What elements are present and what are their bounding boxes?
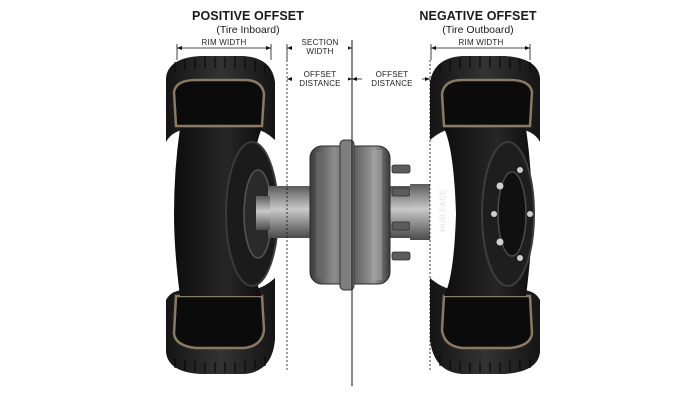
section-width-label-line1: SECTION: [301, 38, 339, 47]
offset-distance-left-line2: DISTANCE: [292, 79, 348, 88]
rim-width-right-label: RIM WIDTH: [442, 38, 520, 47]
dimension-arrowheads: [177, 46, 530, 81]
negative-offset-subtitle: (Tire Outboard): [442, 24, 514, 36]
offset-distance-left-label: OFFSET DISTANCE: [292, 70, 348, 88]
offset-distance-right-label: OFFSET DISTANCE: [362, 70, 422, 88]
offset-distance-left-line1: OFFSET: [292, 70, 348, 79]
negative-offset-header: NEGATIVE OFFSET (Tire Outboard): [398, 9, 558, 36]
offset-distance-right-line1: OFFSET: [362, 70, 422, 79]
section-width-label: SECTION WIDTH: [292, 38, 348, 56]
offset-distance-right-line2: DISTANCE: [362, 79, 422, 88]
positive-offset-subtitle: (Tire Inboard): [216, 24, 280, 36]
positive-offset-title: POSITIVE OFFSET: [192, 9, 304, 23]
right-tire: [430, 56, 540, 374]
left-tire: [166, 56, 279, 374]
rim-width-left-label: RIM WIDTH: [186, 38, 262, 47]
axle-hub-assembly: [256, 139, 430, 291]
section-width-label-line2: WIDTH: [306, 47, 334, 56]
negative-offset-title: NEGATIVE OFFSET: [419, 9, 537, 23]
hub-face-label: HUB FACE: [438, 189, 448, 232]
positive-offset-header: POSITIVE OFFSET (Tire Inboard): [168, 9, 328, 36]
